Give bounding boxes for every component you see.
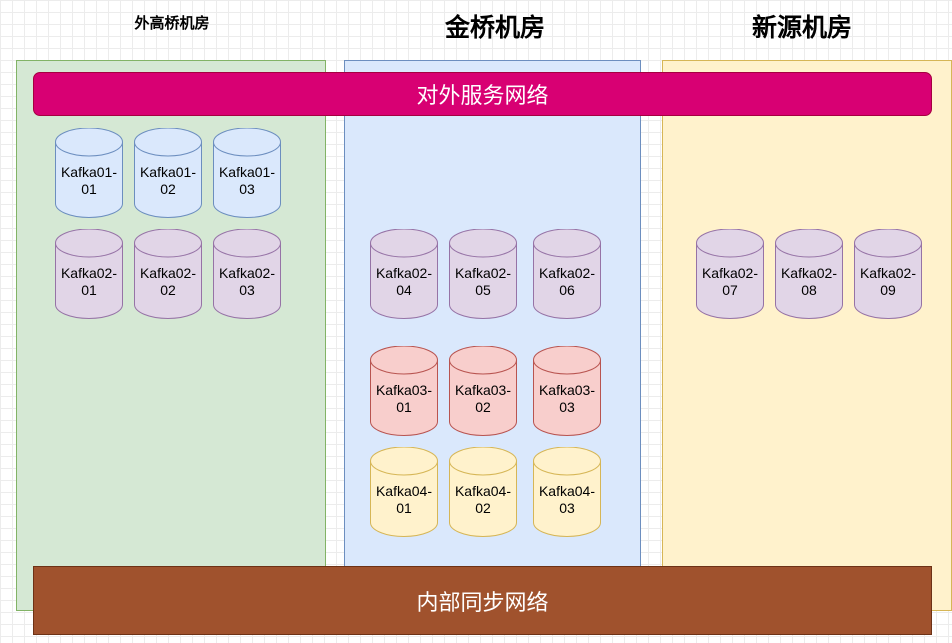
node-kafka02-08: Kafka02- 08 xyxy=(775,229,843,319)
database-icon xyxy=(134,229,202,319)
node-label: Kafka03- 02 xyxy=(454,382,512,415)
database-icon xyxy=(370,346,438,436)
database-icon xyxy=(696,229,764,319)
node-label: Kafka04- 02 xyxy=(454,483,512,516)
node-label: Kafka04- 01 xyxy=(375,483,433,516)
node-label: Kafka02- 06 xyxy=(538,265,596,298)
database-icon xyxy=(854,229,922,319)
room-title-xinyuan: 新源机房 xyxy=(751,13,852,42)
node-kafka02-05: Kafka02- 05 xyxy=(449,229,517,319)
node-kafka02-02: Kafka02- 02 xyxy=(134,229,202,319)
node-label: Kafka03- 03 xyxy=(538,382,596,415)
node-label: Kafka02- 01 xyxy=(60,265,118,298)
node-label: Kafka02- 03 xyxy=(218,265,276,298)
database-icon xyxy=(533,229,601,319)
node-kafka03-02: Kafka03- 02 xyxy=(449,346,517,436)
node-label: Kafka02- 05 xyxy=(454,265,512,298)
internal-network-bar: 内部同步网络 xyxy=(33,566,932,635)
node-label: Kafka01- 03 xyxy=(218,164,276,197)
node-kafka01-03: Kafka01- 03 xyxy=(213,128,281,218)
database-icon xyxy=(533,447,601,537)
database-icon xyxy=(134,128,202,218)
node-kafka02-03: Kafka02- 03 xyxy=(213,229,281,319)
node-label: Kafka01- 01 xyxy=(60,164,118,197)
room-title-jinqiao: 金桥机房 xyxy=(444,13,545,42)
database-icon xyxy=(213,128,281,218)
node-kafka03-03: Kafka03- 03 xyxy=(533,346,601,436)
node-kafka01-02: Kafka01- 02 xyxy=(134,128,202,218)
database-icon xyxy=(370,229,438,319)
database-icon xyxy=(370,447,438,537)
node-label: Kafka01- 02 xyxy=(139,164,197,197)
node-label: Kafka04- 03 xyxy=(538,483,596,516)
node-kafka03-01: Kafka03- 01 xyxy=(370,346,438,436)
database-icon xyxy=(449,447,517,537)
node-kafka01-01: Kafka01- 01 xyxy=(55,128,123,218)
node-kafka04-01: Kafka04- 01 xyxy=(370,447,438,537)
internal-network-label: 内部同步网络 xyxy=(416,590,549,616)
node-kafka04-03: Kafka04- 03 xyxy=(533,447,601,537)
database-icon xyxy=(213,229,281,319)
database-icon xyxy=(55,229,123,319)
node-label: Kafka02- 08 xyxy=(780,265,838,298)
node-kafka04-02: Kafka04- 02 xyxy=(449,447,517,537)
node-label: Kafka03- 01 xyxy=(375,382,433,415)
node-label: Kafka02- 09 xyxy=(859,265,917,298)
node-kafka02-04: Kafka02- 04 xyxy=(370,229,438,319)
database-icon xyxy=(775,229,843,319)
node-label: Kafka02- 04 xyxy=(375,265,433,298)
node-kafka02-01: Kafka02- 01 xyxy=(55,229,123,319)
database-icon xyxy=(55,128,123,218)
database-icon xyxy=(533,346,601,436)
node-label: Kafka02- 07 xyxy=(701,265,759,298)
room-xinyuan xyxy=(662,60,952,611)
room-title-waigaoqiao: 外高桥机房 xyxy=(134,14,210,32)
node-kafka02-07: Kafka02- 07 xyxy=(696,229,764,319)
external-network-label: 对外服务网络 xyxy=(416,84,549,109)
node-kafka02-06: Kafka02- 06 xyxy=(533,229,601,319)
node-label: Kafka02- 02 xyxy=(139,265,197,298)
database-icon xyxy=(449,229,517,319)
node-kafka02-09: Kafka02- 09 xyxy=(854,229,922,319)
database-icon xyxy=(449,346,517,436)
external-network-bar: 对外服务网络 xyxy=(33,72,932,116)
